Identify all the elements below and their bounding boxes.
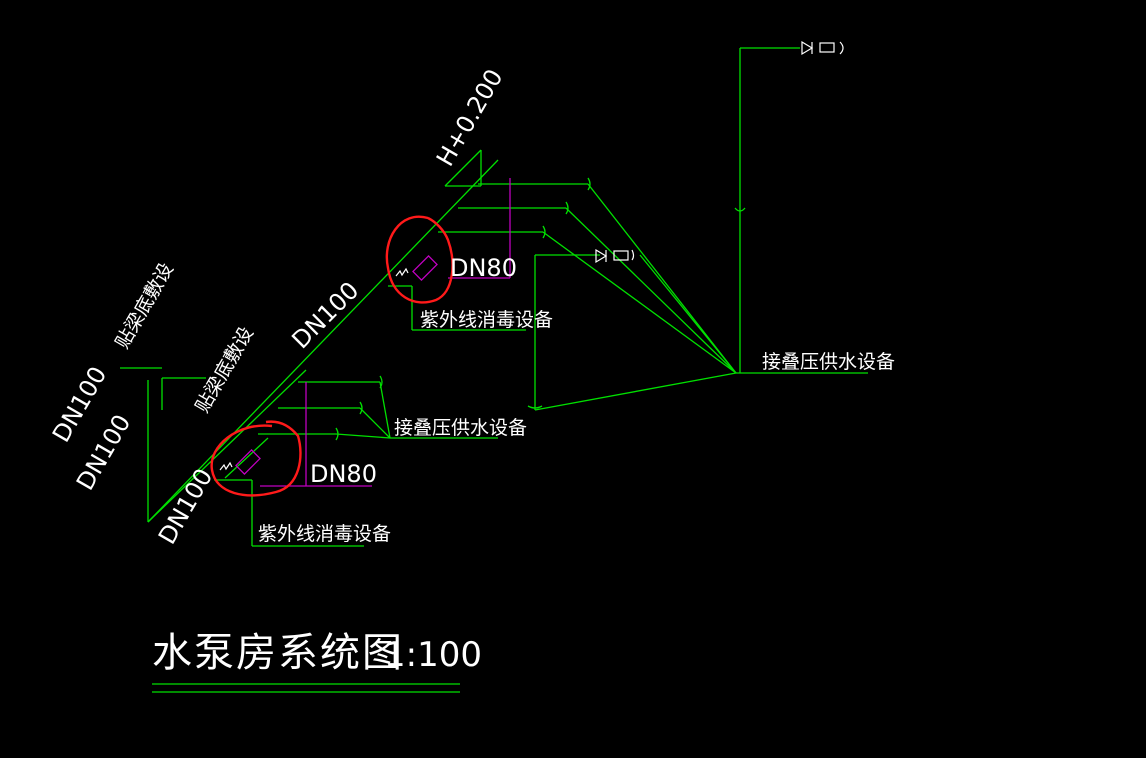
uv-lower-label: 紫外线消毒设备 [258, 523, 391, 545]
right-riser [734, 40, 868, 374]
uv-upper-label: 紫外线消毒设备 [420, 309, 553, 331]
beam-right-label: 贴梁底敷设 [191, 323, 258, 416]
supply-right-label: 接叠压供水设备 [762, 351, 895, 373]
drawing-scale: 1:100 [384, 635, 482, 675]
highlight-marks [210, 215, 454, 497]
lower-branches [214, 375, 498, 547]
elevation-label: H+0.200 [431, 64, 509, 171]
drawing-title: 水泵房系统图 [152, 630, 404, 676]
dn80-upper-label: DN80 [450, 254, 517, 282]
highlight-circle-upper [385, 215, 454, 304]
upper-branches [388, 149, 737, 411]
dn80-lower-label: DN80 [310, 460, 377, 488]
main-pipes [120, 159, 499, 523]
highlight-circle-lower [210, 420, 302, 497]
beam-left-label: 贴梁底敷设 [111, 259, 178, 352]
dn100-main-label: DN100 [286, 276, 364, 354]
supply-lower-label: 接叠压供水设备 [394, 417, 527, 439]
drawing-title-block: 水泵房系统图 1:100 [152, 630, 482, 693]
labels: H+0.200 DN100 贴梁底敷设 贴梁底敷设 DN100 DN100 DN… [47, 64, 895, 549]
